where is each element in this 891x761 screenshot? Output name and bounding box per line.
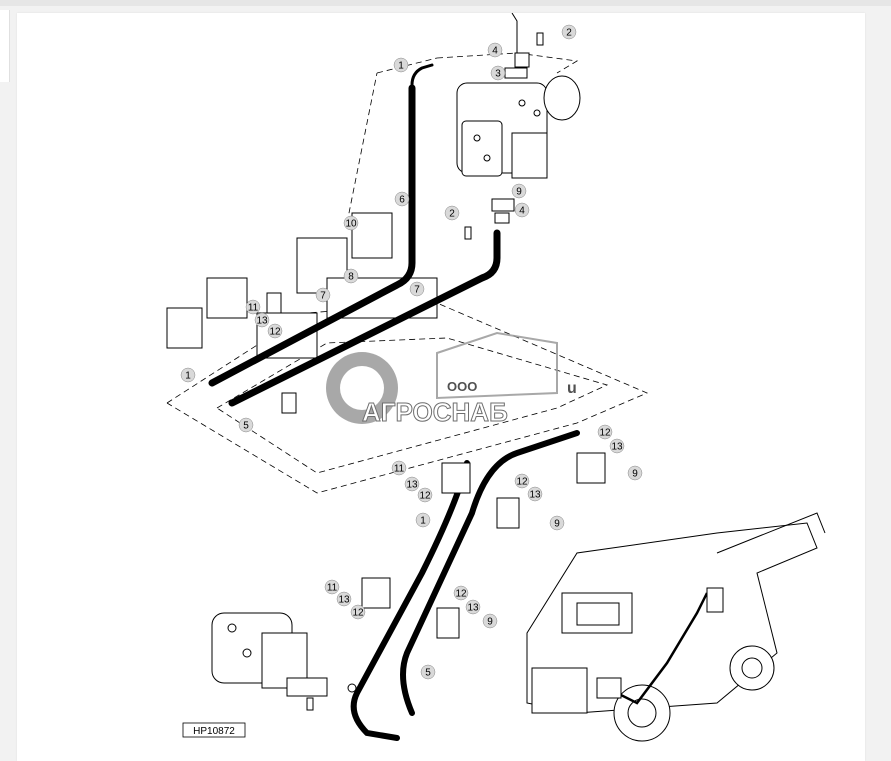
- callout: 3: [490, 65, 506, 81]
- callout-label: 11: [327, 583, 338, 594]
- callout-label: 9: [632, 469, 638, 480]
- callout: 7: [409, 281, 425, 297]
- callout-label: 10: [345, 219, 357, 230]
- callout: 2: [444, 205, 460, 221]
- callout: 10: [343, 215, 359, 231]
- callout-label: 13: [467, 603, 479, 614]
- callout-label: 12: [599, 428, 611, 439]
- callout: 12: [267, 323, 283, 339]
- callout: 4: [514, 202, 530, 218]
- callout: 1: [180, 367, 196, 383]
- callout: 5: [420, 664, 436, 680]
- callout-label: 13: [529, 490, 541, 501]
- callout: 9: [627, 465, 643, 481]
- callout-label: 11: [248, 303, 259, 314]
- callout: 11: [391, 460, 407, 476]
- callout-label: 8: [348, 272, 354, 283]
- callout-label: 4: [519, 206, 525, 217]
- callout-label: 12: [352, 608, 364, 619]
- lower-clamps: [361, 452, 606, 639]
- callout-label: 9: [487, 617, 493, 628]
- callout: 9: [549, 515, 565, 531]
- callout: 5: [238, 417, 254, 433]
- hydraulic-hose-diagram: ООО АГРОСНАБ u 2 4 3 1 9 4 2 6 10 8 7 7 …: [166, 13, 826, 742]
- callout-label: 12: [269, 327, 281, 338]
- callout-label: 4: [492, 46, 498, 57]
- callout: 12: [350, 604, 366, 620]
- callout: 9: [482, 613, 498, 629]
- callout: 12: [514, 473, 530, 489]
- hydraulic-pump-lower: [211, 612, 357, 711]
- callout: 2: [561, 24, 577, 40]
- callout: 1: [415, 512, 431, 528]
- top-strip: [0, 0, 891, 6]
- callout: 9: [511, 183, 527, 199]
- callout: 12: [417, 487, 433, 503]
- callout-label: 2: [566, 28, 572, 39]
- figure-code-label: HP10872: [193, 726, 235, 737]
- callout-label: 2: [449, 209, 455, 220]
- callout-label: 7: [414, 285, 420, 296]
- combine-harvester: [526, 512, 826, 742]
- callout: 1: [393, 57, 409, 73]
- callout-label: 6: [399, 195, 405, 206]
- callout-label: 9: [554, 519, 560, 530]
- watermark-company: АГРОСНАБ: [362, 397, 508, 427]
- callout: 12: [597, 424, 613, 440]
- callout-label: 1: [420, 516, 426, 527]
- callout: 11: [324, 579, 340, 595]
- callout-label: 11: [394, 464, 405, 475]
- callout-label: 5: [425, 668, 431, 679]
- callout-label: 13: [611, 442, 623, 453]
- callout: 13: [527, 486, 543, 502]
- callout-label: 13: [338, 595, 350, 606]
- callout: 12: [453, 585, 469, 601]
- callout-label: 13: [256, 316, 268, 327]
- watermark-prefix: ООО: [447, 379, 477, 394]
- figure-code: HP10872: [182, 722, 246, 738]
- watermark-suffix: u: [567, 380, 577, 397]
- callout: 8: [343, 268, 359, 284]
- callout-label: 5: [243, 421, 249, 432]
- callout-label: 1: [398, 61, 404, 72]
- callout: 13: [336, 591, 352, 607]
- callout: 7: [315, 287, 331, 303]
- callout: 13: [609, 438, 625, 454]
- callout: 6: [394, 191, 410, 207]
- callout: 4: [487, 42, 503, 58]
- callout-label: 12: [516, 477, 528, 488]
- callout-label: 1: [185, 371, 191, 382]
- callout: 13: [404, 476, 420, 492]
- callout-label: 13: [406, 480, 418, 491]
- callout-label: 3: [495, 69, 501, 80]
- callout-label: 9: [516, 187, 522, 198]
- callout: 11: [245, 299, 261, 315]
- callout: 13: [254, 312, 270, 328]
- callout-label: 7: [320, 291, 326, 302]
- hydraulic-pump-upper: [456, 13, 581, 179]
- callouts: 2 4 3 1 9 4 2 6 10 8 7 7 11 13 12 1 5 12…: [180, 24, 643, 680]
- callout-label: 12: [419, 491, 431, 502]
- left-side-panel: [0, 10, 10, 82]
- watermark: ООО АГРОСНАБ u: [326, 331, 577, 428]
- callout: 13: [465, 599, 481, 615]
- callout-label: 12: [455, 589, 467, 600]
